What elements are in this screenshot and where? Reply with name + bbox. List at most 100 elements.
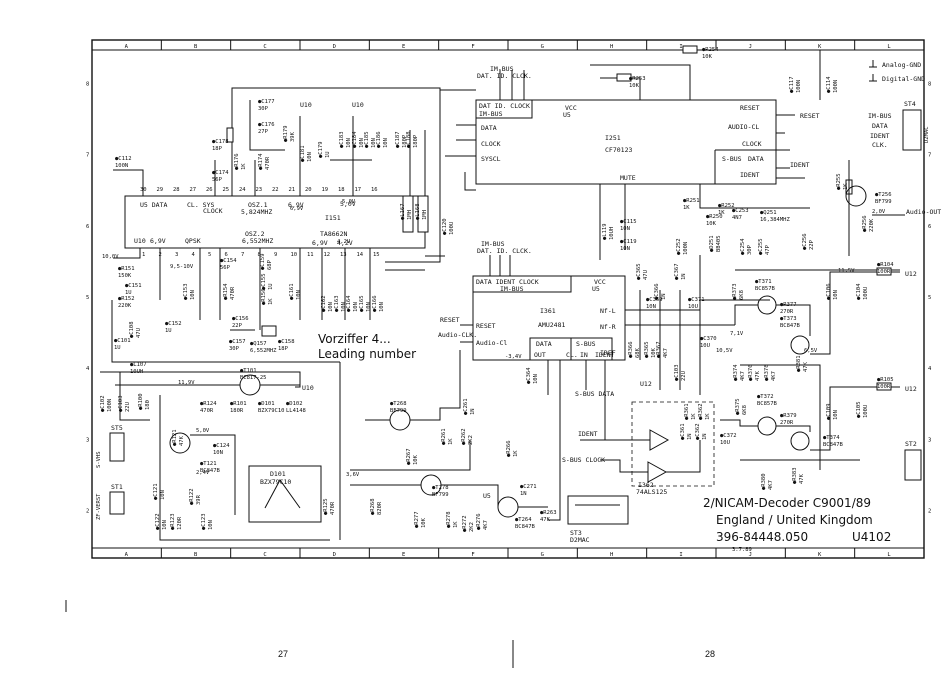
column-marker-bottom-k: K <box>818 552 822 558</box>
component-c159-value: 68P <box>267 259 273 270</box>
sheet-id: U4102 <box>852 530 891 544</box>
component-c261-ref: ●C261 <box>463 398 469 415</box>
i251-right-5: IDENT <box>740 171 760 179</box>
component-d101-ref: ●D101 <box>258 401 275 407</box>
component-r375-ref: ●R375 <box>735 398 741 415</box>
component-c159-ref: ●C159 <box>260 253 266 270</box>
i251-right-3: S-BUS <box>722 155 742 163</box>
component-c115-ref: ●C115 <box>620 219 637 225</box>
voltage-label: 2,4V <box>196 470 210 476</box>
component-t101-value: BC817-25 <box>240 375 267 381</box>
i251-mute: MUTE <box>620 174 636 182</box>
sig-u10-a: U10 <box>300 101 312 109</box>
component-t373-ref: ●T373 <box>780 316 797 322</box>
i151-pin-bottom: 15 <box>373 252 380 258</box>
component-labels: ●C112100N●C17730P●C17627P●C17818P●C17456… <box>100 47 894 532</box>
component-t372-value: BC857B <box>757 401 778 407</box>
component-r383-ref: ●R383 <box>792 467 798 484</box>
drawing-date: 3.7.89 <box>732 547 752 553</box>
i251-left-3: CLOCK <box>481 140 501 148</box>
voltage-label: 7,1V <box>730 331 744 337</box>
column-marker-bottom-j: J <box>749 552 752 558</box>
component-r174-value: 470R <box>265 156 271 170</box>
i362-name: I362 <box>638 481 654 489</box>
ic-i151: U5 DATA CL. SYS CLOCK OSZ.1 5,824MHZ 6,9… <box>124 187 426 258</box>
row-marker-4: 4 <box>86 366 90 372</box>
component-c152-ref: ●C152 <box>165 321 182 327</box>
component-c162-value: 10N <box>328 302 334 312</box>
component-c370-value: 10U <box>700 343 710 349</box>
sig-im-bus-mid: IM-BUS <box>481 240 505 248</box>
component-c108-value: 47U <box>136 328 142 338</box>
component-r156-ref: ●R156 <box>261 288 267 305</box>
column-marker-g: G <box>541 44 544 50</box>
sig-ident-r: IDENT <box>790 161 810 169</box>
document-number: 396-84448.050 <box>716 530 808 544</box>
row-marker-3: 3 <box>86 437 89 443</box>
row-marker-right-8: 8 <box>928 82 931 88</box>
component-c164-ref: ●C164 <box>346 295 352 312</box>
component-r373-ref: ●R373 <box>732 283 738 300</box>
component-r278-value: 1K <box>453 521 459 528</box>
component-t372-ref: ●T372 <box>757 394 774 400</box>
component-c188-ref: ●C188 <box>406 131 412 148</box>
component-c184-ref: ●C184 <box>352 131 358 148</box>
component-l119-ref: ●L119 <box>602 223 608 240</box>
component-r268-value: 820R <box>377 501 383 515</box>
component-c372-value: 10U <box>720 440 730 446</box>
component-c183-value: 10N <box>346 138 352 148</box>
component-c104-ref: ●C104 <box>856 283 862 300</box>
component-r367-ref: ●R367 <box>656 341 662 358</box>
ic-i151-label-9: 6,9V <box>150 237 166 245</box>
sig-sbus-clock: S-BUS CLOCK <box>562 456 605 464</box>
sig-datid-mid: DAT. ID. CLCK. <box>477 247 532 255</box>
i251-vcc: VCC <box>565 104 577 112</box>
component-r365-value: 10K <box>651 347 657 358</box>
st4-pin-2: IDENT <box>870 132 890 140</box>
i151-pin-top: 24 <box>239 187 246 193</box>
i151-pin-bottom: 7 <box>241 252 244 258</box>
component-c105-value: 100U <box>863 405 869 418</box>
component-l167-ref: ●L167 <box>400 203 406 220</box>
i151-upper-wiring <box>113 87 445 263</box>
voltage-label: 9,5-10V <box>170 264 194 270</box>
page-number-right: 28 <box>705 649 715 659</box>
signal-labels: IM-BUS DAT. ID. CLCK. IM-BUS DAT. ID. CL… <box>300 65 941 500</box>
component-c371-value: 10U <box>688 304 698 310</box>
component-l168-value: 1MH <box>422 210 428 220</box>
component-r376-ref: ●R376 <box>748 364 754 381</box>
component-c158-value: 18P <box>278 346 289 352</box>
i251-left-4: SYSCL <box>481 155 501 163</box>
column-marker-bottom-l: L <box>887 552 891 558</box>
ic-i151-part: TA8662N <box>320 230 347 238</box>
component-r255-ref: ●R255 <box>836 173 842 190</box>
i361-right-1: Nf-R <box>600 323 616 331</box>
ic-i151-name: I151 <box>325 214 341 222</box>
ic-i151-label-12: 4,2V <box>337 239 353 247</box>
row-marker-right-5: 5 <box>928 295 931 301</box>
title-line-1: 2/NICAM-Decoder C9001/89 <box>703 496 871 510</box>
i151-pin-bottom: 5 <box>208 252 211 258</box>
component-c114-value: 100N <box>833 80 839 93</box>
i151-pin-bottom: 1 <box>142 252 145 258</box>
component-d251-ref: ●D251 <box>709 235 715 252</box>
component-c362-ref: ●C362 <box>695 423 701 440</box>
i151-pin-top: 23 <box>256 187 263 193</box>
component-r377-value: 270R <box>780 309 794 315</box>
component-c366-value: 1N <box>661 293 667 300</box>
component-c119-ref: ●C119 <box>620 239 637 245</box>
title-block: 2/NICAM-Decoder C9001/89 England / Unite… <box>703 496 891 553</box>
column-marker-bottom-h: H <box>610 552 613 558</box>
component-c178-ref: ●C178 <box>212 139 229 145</box>
component-d102-ref: ●D102 <box>286 401 303 407</box>
i361-left-0: RESET <box>476 322 496 330</box>
component-r104-value: 100R <box>877 269 891 275</box>
component-r253-value: 10K <box>629 83 640 89</box>
i151-pin-bottom: 6 <box>225 252 228 258</box>
component-c261-value: 1N <box>470 408 476 415</box>
component-c369-value: 10N <box>646 304 656 310</box>
component-c184-value: 10N <box>359 138 365 148</box>
column-marker-bottom-b: B <box>194 552 198 558</box>
component-t101-ref: ●T101 <box>240 368 257 374</box>
